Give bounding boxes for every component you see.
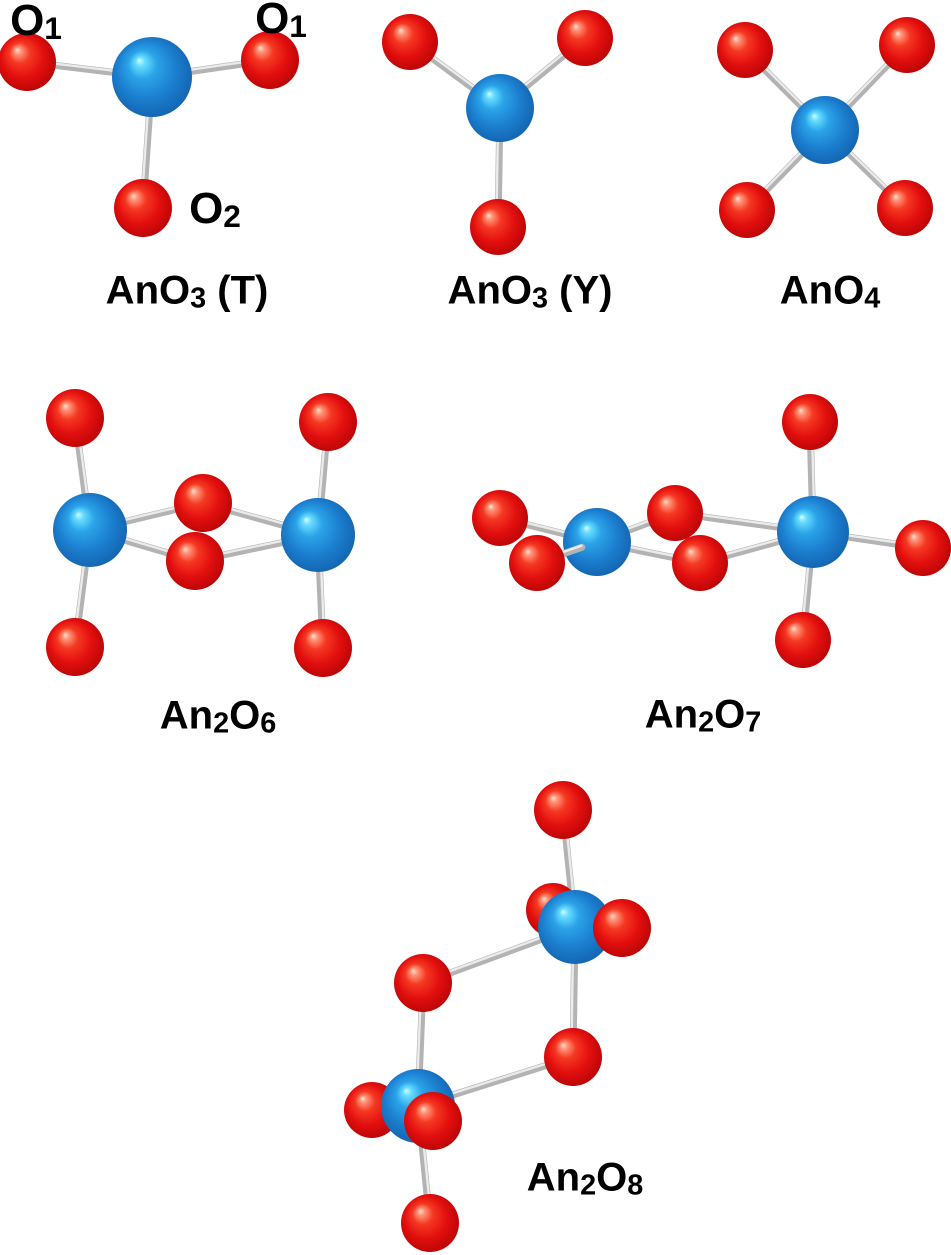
atom-An	[777, 496, 849, 568]
molecule-AnO3-Y	[382, 10, 613, 255]
atom-O	[672, 535, 728, 591]
atom-An	[538, 890, 612, 964]
atom-tag-AnO3-T-0: O1	[10, 0, 62, 46]
atom-O	[534, 781, 592, 839]
molecule-An2O6	[46, 389, 357, 677]
atom-O	[895, 520, 951, 576]
label-AnO4: AnO4	[779, 268, 881, 315]
atom-O	[394, 954, 452, 1012]
atom-O	[0, 33, 56, 91]
atom-An	[53, 493, 127, 567]
molecule-An2O7	[472, 394, 951, 668]
subscript: 2	[213, 707, 230, 740]
molecule-AnO3-T	[0, 31, 299, 237]
atom-tag-AnO3-T-1: O1	[255, 0, 307, 44]
atom-An	[281, 498, 355, 572]
atom-O	[544, 1028, 602, 1086]
text-run: AnO	[779, 268, 865, 313]
text-run: (Y)	[548, 268, 613, 313]
atom-O	[401, 1194, 459, 1252]
atom-O	[593, 899, 651, 957]
text-run: O	[255, 0, 290, 43]
atom-O	[114, 179, 172, 237]
text-run: An	[526, 1155, 581, 1200]
atom-O	[404, 1092, 462, 1150]
label-AnO3-Y: AnO3 (Y)	[447, 268, 613, 315]
subscript: 3	[190, 282, 207, 315]
atom-An	[466, 74, 534, 142]
label-AnO3-T: AnO3 (T)	[105, 268, 269, 315]
subscript: 2	[223, 198, 241, 235]
atom-An	[563, 508, 631, 576]
text-run: An	[644, 692, 699, 737]
atom-O	[46, 618, 104, 676]
atom-tag-AnO3-T-2: O2	[189, 184, 241, 234]
atom-O	[166, 532, 224, 590]
atom-An	[112, 37, 192, 117]
atom-O	[509, 535, 565, 591]
text-run: O	[596, 1155, 628, 1200]
atom-O	[46, 389, 104, 447]
text-run: An	[159, 693, 214, 738]
atom-O	[775, 612, 831, 668]
text-run: O	[229, 693, 261, 738]
text-run: AnO	[447, 268, 532, 313]
atom-O	[174, 474, 232, 532]
molecule-An2O8	[344, 781, 651, 1252]
subscript: 3	[531, 282, 549, 315]
label-An2O8: An2O8	[526, 1155, 644, 1202]
atom-O	[879, 17, 935, 73]
atom-O	[241, 31, 299, 89]
text-run: (T)	[206, 268, 269, 313]
subscript: 7	[745, 706, 762, 739]
atom-O	[470, 199, 526, 255]
atom-O	[877, 180, 933, 236]
text-run: O	[714, 692, 746, 737]
text-run: AnO	[105, 268, 191, 313]
label-An2O7: An2O7	[644, 692, 762, 739]
subscript: 4	[864, 282, 881, 315]
text-run: O	[189, 184, 224, 233]
atom-O	[557, 10, 613, 66]
atom-O	[472, 490, 528, 546]
text-run: O	[10, 0, 45, 45]
subscript: 2	[580, 1169, 597, 1202]
atom-O	[299, 393, 357, 451]
atom-O	[382, 14, 438, 70]
subscript: 2	[698, 706, 715, 739]
atom-O	[647, 485, 703, 541]
atom-O	[294, 619, 352, 677]
atom-O	[719, 182, 775, 238]
subscript: 8	[627, 1169, 644, 1202]
atom-O	[782, 394, 838, 450]
molecule-AnO4	[717, 17, 935, 238]
subscript: 1	[44, 10, 62, 47]
atom-O	[717, 22, 773, 78]
subscript: 1	[289, 8, 307, 45]
atom-An	[791, 96, 859, 164]
label-An2O6: An2O6	[159, 693, 277, 740]
subscript: 6	[260, 707, 277, 740]
